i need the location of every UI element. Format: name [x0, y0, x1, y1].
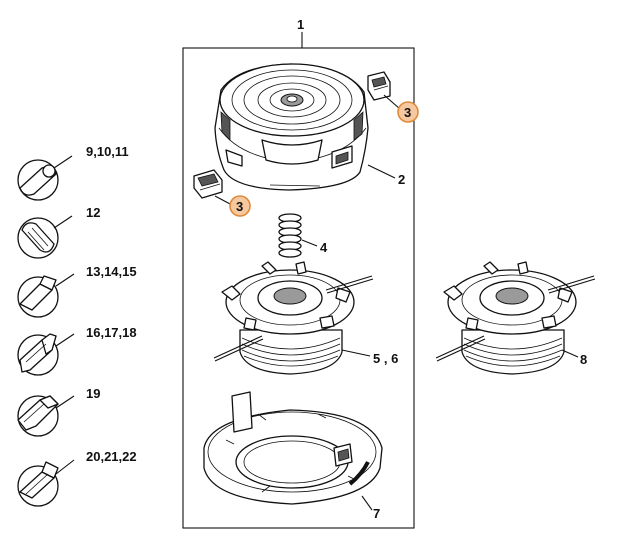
- spool-alt: [435, 261, 596, 375]
- square-edge-line-icon: [17, 461, 59, 507]
- assembly-frame: [182, 47, 415, 529]
- square-edge-line-label: 20,21,22: [86, 449, 137, 464]
- callout-3-top-label: 3: [404, 105, 411, 120]
- callout-3-left-leader: [214, 195, 233, 206]
- cross-line-label: 19: [86, 386, 100, 401]
- cap-leader: [367, 164, 396, 179]
- square-edge-line-leader: [55, 459, 75, 475]
- round-line-icon: [17, 159, 59, 201]
- spool-alt-label: 8: [580, 352, 587, 367]
- cross-line-leader: [55, 395, 75, 409]
- housing-leader: [361, 495, 373, 511]
- cap-label: 2: [398, 172, 405, 187]
- square-line-leader: [55, 273, 75, 287]
- round-line-label: 9,10,11: [86, 144, 129, 159]
- spring: [278, 213, 302, 258]
- square-line-icon: [17, 275, 59, 318]
- twisted-line-icon: [17, 217, 59, 259]
- star-line-label: 16,17,18: [86, 325, 137, 340]
- clip-top: [367, 71, 391, 101]
- spool-label: 5 , 6: [373, 351, 398, 366]
- star-line-icon: [17, 333, 59, 376]
- spool-alt-leader: [561, 349, 579, 358]
- round-line-leader: [53, 155, 73, 169]
- spool: [213, 261, 374, 375]
- twisted-line-label: 12: [86, 205, 100, 220]
- twisted-line-leader: [53, 215, 73, 229]
- assembly-label: 1: [297, 17, 304, 32]
- callout-3-top: [397, 101, 419, 123]
- square-line-label: 13,14,15: [86, 264, 137, 279]
- callout-3-left: [229, 195, 251, 217]
- callout-3-left-label: 3: [236, 199, 243, 214]
- spring-leader: [301, 239, 318, 247]
- star-line-leader: [55, 333, 75, 347]
- callout-3-top-leader: [383, 94, 401, 110]
- spool-leader: [341, 349, 371, 357]
- spring-label: 4: [320, 240, 328, 255]
- housing: [203, 391, 383, 505]
- clip-left: [193, 169, 223, 199]
- cross-line-icon: [17, 395, 59, 437]
- spool-cap: [214, 63, 369, 191]
- housing-label: 7: [373, 506, 380, 521]
